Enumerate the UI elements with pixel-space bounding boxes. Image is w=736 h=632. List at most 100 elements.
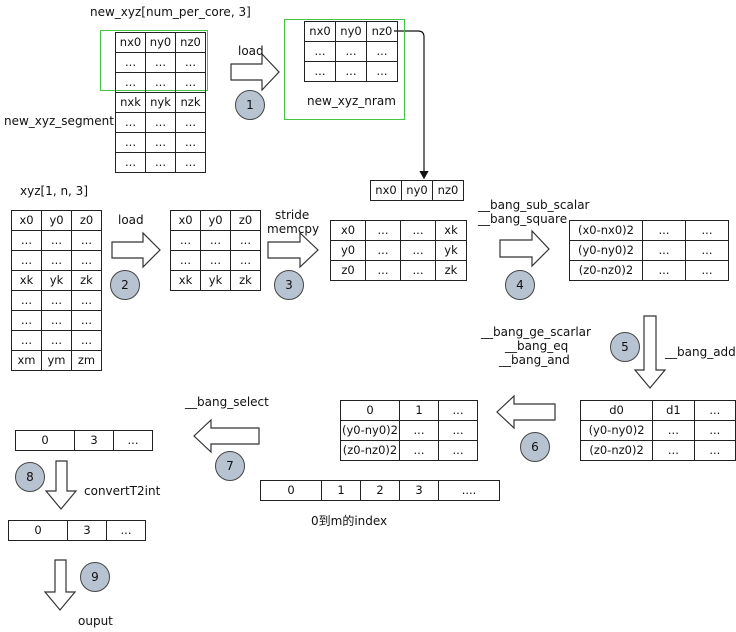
table-row: ......... [170, 230, 261, 251]
table-row: y0......yk [330, 240, 467, 261]
table-cell: y0 [41, 210, 72, 231]
table-cell: xk [11, 270, 42, 291]
table-row: (y0-ny0)2...... [569, 240, 729, 261]
table-cell: ... [230, 250, 261, 271]
table-cell: xm [11, 350, 42, 371]
table-cell: xk [435, 220, 467, 241]
table-cell: zk [230, 270, 261, 291]
bang-sub-scalar-label: __bang_sub_scalar [478, 198, 590, 212]
table-cell: z0 [230, 210, 261, 231]
table-cell: 3 [399, 480, 439, 501]
table-cell: ... [170, 250, 201, 271]
table-cell: ... [115, 72, 146, 93]
table-cell: 0 [15, 430, 75, 451]
step-5-badge: 5 [610, 332, 640, 362]
table-cell: (y0-ny0)2 [579, 420, 654, 441]
new-xyz-segment-label: new_xyz_segment [4, 114, 114, 128]
table-cell: ... [11, 250, 42, 271]
table-cell: x0 [11, 210, 42, 231]
stride-label: stride [275, 208, 310, 222]
table-cell: ... [113, 430, 153, 451]
load-arrow-2 [111, 231, 161, 269]
table-cell: ... [230, 230, 261, 251]
load-label-2: load [118, 213, 144, 227]
step-6-badge: 6 [520, 432, 550, 462]
table-cell: nz0 [366, 21, 398, 42]
stride-arrow [267, 231, 319, 269]
table-cell: ... [11, 230, 42, 251]
table-cell: nx0 [115, 32, 146, 53]
table-cell: 1 [399, 400, 439, 421]
table-cell: nx0 [304, 21, 336, 42]
table-cell: ... [693, 440, 736, 461]
table-cell: ... [200, 230, 231, 251]
index-label: 0到m的index [311, 514, 388, 528]
table-cell: yk [435, 240, 467, 261]
step-2-badge: 2 [110, 270, 140, 300]
table-cell: ... [170, 230, 201, 251]
ge-eq-and-arrow [496, 394, 556, 430]
table-cell: ... [366, 41, 398, 62]
table-cell: ... [71, 250, 102, 271]
table-cell: ... [400, 260, 436, 281]
table-cell: ... [71, 290, 102, 311]
table-cell: ... [365, 260, 401, 281]
table-row: ......... [11, 310, 102, 331]
table-cell: ... [400, 240, 436, 261]
table-cell: nxk [115, 92, 146, 113]
table-row: (x0-nx0)2...... [569, 220, 729, 241]
table-row: ......... [115, 72, 206, 93]
bang-add-label: __bang_add [665, 345, 736, 359]
table-cell: ... [71, 330, 102, 351]
table-cell: 3 [74, 430, 114, 451]
table-cell: ... [41, 230, 72, 251]
table-cell: z0 [71, 210, 102, 231]
table-cell: ... [399, 420, 439, 441]
table-cell: ... [642, 220, 686, 241]
table-cell: 0 [8, 520, 68, 541]
table-row: (z0-nz0)2...... [340, 440, 478, 461]
table-cell: (y0-ny0)2 [569, 240, 643, 261]
table-cell: ... [145, 52, 176, 73]
table-cell: d1 [652, 400, 695, 421]
table-cell: ny0 [401, 180, 433, 201]
new-xyz-nram-label: new_xyz_nram [307, 94, 396, 108]
table-cell: ... [71, 310, 102, 331]
table-cell: zk [435, 260, 467, 281]
table-cell: ... [304, 41, 336, 62]
table-cell: 0 [340, 400, 400, 421]
step-9-badge: 9 [80, 562, 110, 592]
table-cell: nzk [175, 92, 206, 113]
table-cell: ... [642, 240, 686, 261]
table-row: (y0-ny0)2...... [579, 420, 736, 441]
table-cell: 1 [321, 480, 361, 501]
table-cell: ... [438, 440, 478, 461]
xyz-title: xyz[1, n, 3] [20, 184, 88, 198]
table-cell: (z0-nz0)2 [569, 260, 643, 281]
load-arrow-1 [230, 52, 280, 92]
table-cell: ... [685, 260, 729, 281]
table-cell: ... [365, 220, 401, 241]
step-4-badge: 4 [505, 270, 535, 300]
convert-t2int-label: convertT2int [84, 484, 161, 498]
table-cell: ... [145, 72, 176, 93]
table-cell: nz0 [175, 32, 206, 53]
table-cell: ... [11, 290, 42, 311]
table-cell: ... [115, 152, 146, 173]
table-row: ......... [115, 132, 206, 153]
table-cell: (y0-ny0)2 [340, 420, 400, 441]
new-xyz-title: new_xyz[num_per_core, 3] [90, 5, 251, 19]
table-cell: 2 [360, 480, 400, 501]
table-row: ......... [11, 330, 102, 351]
table-cell: ... [366, 61, 398, 82]
